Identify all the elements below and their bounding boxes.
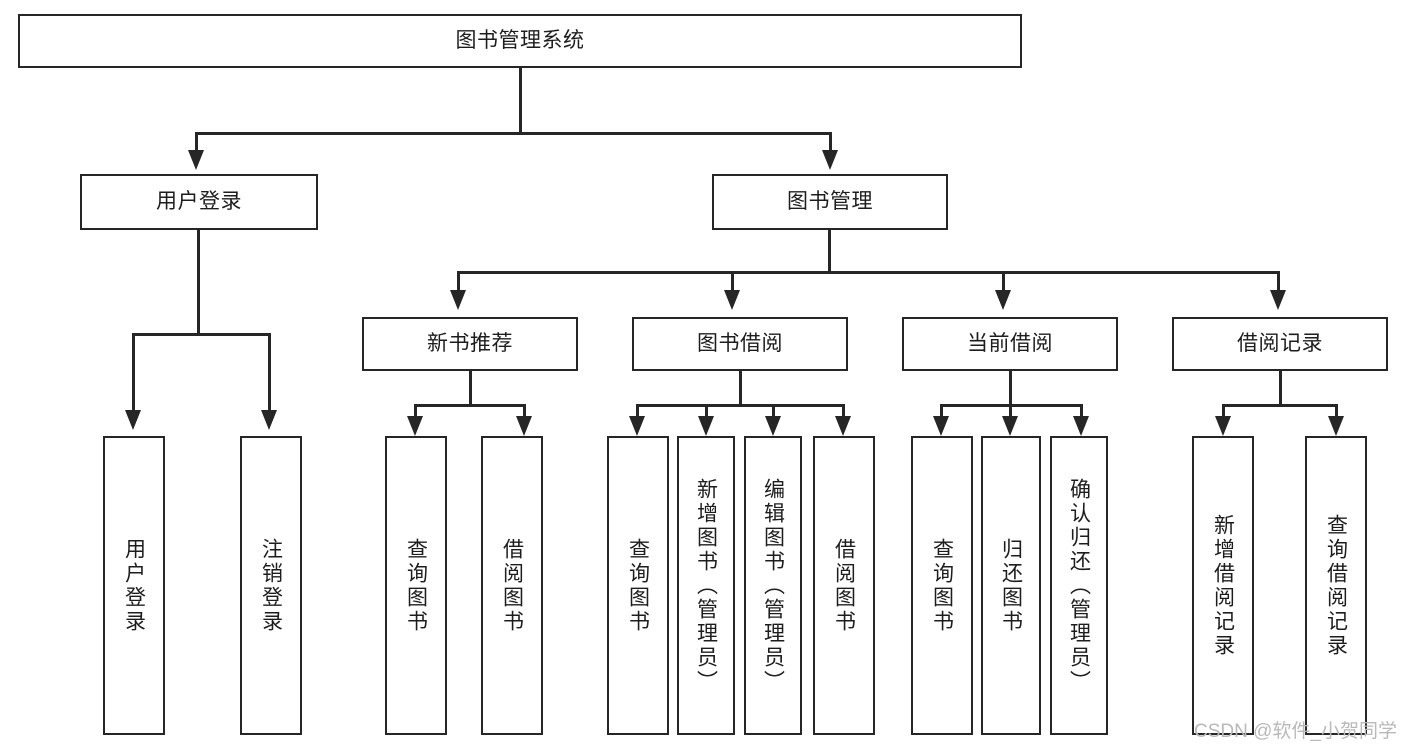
node-root-book-management-system[interactable]: 图书管理系统 bbox=[18, 14, 1022, 68]
connector-user-login-child-1 bbox=[132, 333, 135, 413]
csdn-watermark: CSDN @软件_小贺同学 bbox=[1194, 721, 1397, 742]
node-current-borrow[interactable]: 当前借阅 bbox=[902, 317, 1118, 371]
connector-user-login-child-2 bbox=[268, 333, 271, 413]
connector-book-manage-bus bbox=[458, 271, 1280, 274]
connector-book-manage-child-2 bbox=[731, 271, 734, 293]
arrow-nbr-child-1 bbox=[407, 416, 423, 436]
node-leaf-query-book-3[interactable]: 查询图书 bbox=[911, 436, 973, 735]
node-leaf-add-book[interactable]: 新增图书（管理员） bbox=[677, 436, 735, 735]
node-leaf-query-record[interactable]: 查询借阅记录 bbox=[1305, 436, 1367, 735]
connector-br-child-2 bbox=[1335, 404, 1338, 420]
connector-user-login-bus bbox=[133, 333, 271, 336]
arrow-br-child-2 bbox=[1328, 416, 1344, 436]
arrow-cb-child-2 bbox=[1002, 416, 1018, 436]
connector-new-book-recommend-bus bbox=[415, 404, 526, 407]
connector-borrow-record-bus bbox=[1223, 404, 1338, 407]
connector-root-stem bbox=[519, 68, 522, 134]
arrow-bb-child-2 bbox=[698, 416, 714, 436]
node-leaf-user-logout[interactable]: 注销登录 bbox=[240, 436, 302, 735]
connector-current-borrow-stem bbox=[1009, 371, 1012, 407]
arrow-nbr-child-2 bbox=[516, 416, 532, 436]
arrow-cb-child-1 bbox=[933, 416, 949, 436]
arrow-bb-child-3 bbox=[765, 416, 781, 436]
arrow-cb-child-3 bbox=[1073, 416, 1089, 436]
node-new-book-recommend[interactable]: 新书推荐 bbox=[362, 317, 578, 371]
node-leaf-add-record[interactable]: 新增借阅记录 bbox=[1192, 436, 1254, 735]
arrow-bb-child-4 bbox=[835, 416, 851, 436]
connector-nbr-child-1 bbox=[414, 404, 417, 420]
connector-borrow-record-stem bbox=[1279, 371, 1282, 407]
node-leaf-query-book-2[interactable]: 查询图书 bbox=[607, 436, 669, 735]
connector-bb-child-4 bbox=[842, 404, 845, 420]
node-book-borrow[interactable]: 图书借阅 bbox=[632, 317, 848, 371]
arrow-user-login-child-2 bbox=[261, 410, 277, 430]
node-leaf-user-login[interactable]: 用户登录 bbox=[103, 436, 165, 735]
node-borrow-record[interactable]: 借阅记录 bbox=[1172, 317, 1388, 371]
arrow-user-login-child-1 bbox=[125, 410, 141, 430]
connector-cb-child-1 bbox=[940, 404, 943, 420]
connector-nbr-child-2 bbox=[523, 404, 526, 420]
connector-bb-child-1 bbox=[636, 404, 639, 420]
arrow-book-manage-child-1 bbox=[450, 290, 466, 310]
arrow-book-manage-child-2 bbox=[724, 290, 740, 310]
arrow-root-to-user-login bbox=[188, 150, 204, 170]
connector-book-manage-child-3 bbox=[1002, 271, 1005, 293]
connector-book-borrow-stem bbox=[739, 371, 742, 407]
connector-cb-child-2 bbox=[1009, 404, 1012, 420]
arrow-br-child-1 bbox=[1215, 416, 1231, 436]
connector-root-to-book-manage bbox=[829, 132, 832, 154]
arrow-bb-child-1 bbox=[629, 416, 645, 436]
connector-book-manage-stem bbox=[828, 230, 831, 274]
connector-br-child-1 bbox=[1222, 404, 1225, 420]
connector-bb-child-3 bbox=[772, 404, 775, 420]
connector-root-to-user-login bbox=[195, 132, 198, 154]
connector-cb-child-3 bbox=[1080, 404, 1083, 420]
connector-book-manage-child-1 bbox=[457, 271, 460, 293]
arrow-book-manage-child-3 bbox=[995, 290, 1011, 310]
node-book-manage[interactable]: 图书管理 bbox=[712, 174, 948, 230]
arrow-book-manage-child-4 bbox=[1270, 290, 1286, 310]
node-leaf-return-book[interactable]: 归还图书 bbox=[981, 436, 1041, 735]
connector-book-manage-child-4 bbox=[1277, 271, 1280, 293]
connector-user-login-stem bbox=[197, 230, 200, 335]
connector-new-book-recommend-stem bbox=[469, 371, 472, 407]
arrow-root-to-book-manage bbox=[822, 150, 838, 170]
node-leaf-edit-book[interactable]: 编辑图书（管理员） bbox=[744, 436, 802, 735]
connector-book-borrow-bus bbox=[637, 404, 845, 407]
node-leaf-borrow-book-1[interactable]: 借阅图书 bbox=[481, 436, 543, 735]
connector-bb-child-2 bbox=[705, 404, 708, 420]
node-leaf-confirm-return[interactable]: 确认归还（管理员） bbox=[1050, 436, 1108, 735]
node-leaf-query-book-1[interactable]: 查询图书 bbox=[385, 436, 447, 735]
node-leaf-borrow-book-2[interactable]: 借阅图书 bbox=[813, 436, 875, 735]
connector-root-bus bbox=[196, 132, 832, 135]
connector-current-borrow-bus bbox=[941, 404, 1083, 407]
node-user-login[interactable]: 用户登录 bbox=[80, 174, 318, 230]
